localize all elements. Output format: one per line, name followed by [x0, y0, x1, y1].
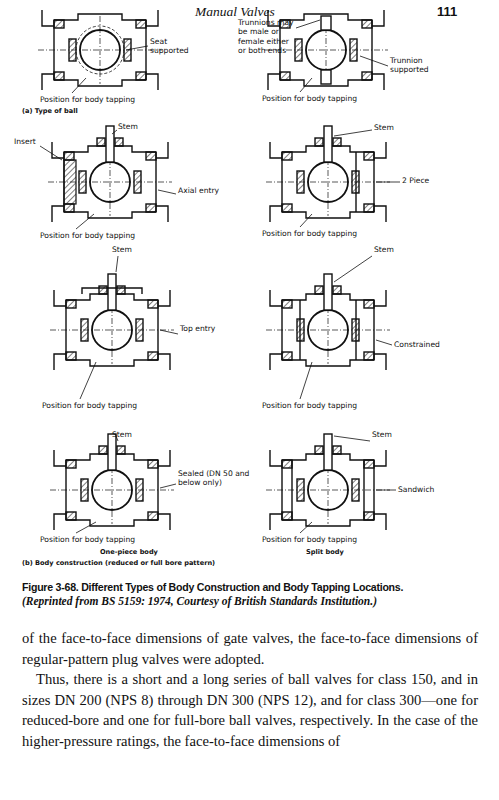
leader-line	[160, 484, 176, 488]
part-label: Stem	[374, 245, 394, 254]
seat-supported-valve	[38, 10, 162, 90]
leader-line	[376, 182, 400, 183]
leader-line	[334, 256, 372, 282]
stem	[315, 126, 341, 162]
page-number: 111	[437, 4, 457, 19]
leader-line	[334, 436, 370, 441]
leader-line	[76, 522, 96, 533]
running-header: Manual Valves	[195, 4, 275, 20]
part-label: Stem	[374, 123, 394, 132]
tapping-label: Position for body tapping	[262, 94, 357, 103]
stem	[97, 126, 123, 162]
figure-caption: Figure 3-68. Different Types of Body Con…	[22, 580, 484, 594]
leader-line	[296, 20, 320, 28]
part-label: 2 Piece	[402, 176, 429, 185]
part-label: Top entry	[180, 324, 222, 333]
body-joint	[292, 460, 364, 520]
body-joint	[300, 300, 356, 360]
leader-line	[126, 46, 148, 50]
variant-label: One-piece body	[100, 548, 158, 556]
tapping-label: Position for body tapping	[42, 401, 137, 410]
stem	[315, 434, 341, 470]
part-label: Axial entry	[178, 186, 220, 195]
variant-label: Split body	[306, 548, 344, 556]
body-joint	[355, 152, 356, 212]
caption-source: (Reprinted from BS 5159: 1974, Courtesy …	[22, 594, 484, 608]
part-label: Seat supported	[150, 37, 198, 56]
part-label: Stem	[372, 430, 392, 439]
tapping-label: Position for body tapping	[262, 401, 357, 410]
tapping-label: Position for body tapping	[262, 535, 357, 544]
leader-line	[300, 214, 312, 227]
stem	[99, 274, 125, 310]
tapping-label: Position for body tapping	[262, 229, 357, 238]
leader-line	[376, 490, 396, 491]
leader-line	[300, 362, 312, 399]
caption-block: Figure 3-68. Different Types of Body Con…	[22, 580, 484, 608]
axial-entry-valve	[48, 126, 172, 222]
stem	[99, 434, 125, 470]
sealed-valve	[50, 434, 174, 530]
part-label: Insert	[14, 137, 36, 146]
body-paragraph: Thus, there is a short and a long series…	[22, 669, 478, 751]
leader-line	[376, 340, 392, 345]
leader-line	[334, 130, 372, 136]
leader-line	[116, 256, 118, 272]
part-label: Trunnion supported	[390, 56, 440, 75]
part-label: Sealed (DN 50 and below only)	[178, 469, 254, 488]
leader-line	[112, 130, 117, 134]
insert	[64, 160, 76, 204]
leader-line	[300, 522, 312, 533]
constrained-valve	[266, 274, 390, 370]
seat-contact	[76, 26, 124, 74]
valve-body	[38, 10, 162, 90]
leader-line	[76, 214, 94, 229]
tapping-label: Position for body tapping	[40, 95, 135, 104]
part-label: Constrained	[394, 340, 440, 349]
leader-line	[158, 190, 176, 194]
subfigure-label: (b) Body construction (reduced or full b…	[22, 559, 215, 567]
leader-lines	[40, 20, 400, 533]
leader-line	[40, 146, 62, 160]
part-label: Stem	[112, 245, 132, 254]
leader-line	[300, 78, 312, 92]
top-entry-valve	[50, 274, 174, 370]
part-label: Trunnions may be male or female either o…	[238, 18, 296, 56]
two-piece-valve	[266, 126, 390, 222]
tapping-label: Position for body tapping	[40, 231, 135, 240]
body-paragraph: of the face-to-face dimensions of gate v…	[22, 628, 478, 669]
leader-line	[80, 362, 96, 399]
trunnion	[321, 70, 331, 84]
top-cover	[82, 288, 142, 294]
subfigure-label: (a) Type of ball	[22, 107, 78, 115]
part-label: Stem	[112, 430, 132, 439]
leader-line	[160, 330, 178, 334]
part-label: Sandwich	[398, 485, 434, 494]
leader-line	[72, 78, 86, 93]
trunnion	[321, 16, 331, 30]
sandwich-valve	[266, 434, 390, 530]
part-label: Stem	[118, 122, 138, 131]
leader-line	[360, 56, 388, 66]
tapping-label: Position for body tapping	[40, 535, 135, 544]
